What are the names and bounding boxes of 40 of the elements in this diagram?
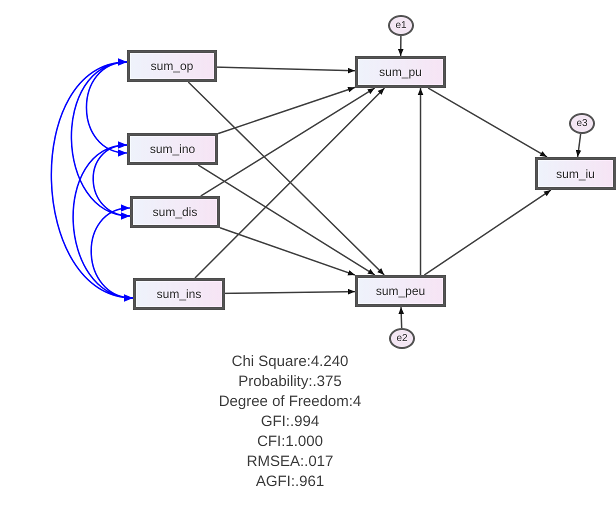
error-term-ellipse bbox=[388, 15, 414, 36]
path-arrow bbox=[576, 134, 582, 158]
fit-statistic: Probability:.375 bbox=[237, 372, 343, 392]
error-term-ellipse bbox=[389, 328, 415, 349]
variable-label: e1 bbox=[395, 20, 407, 31]
fit-statistic: AGFI:.961 bbox=[254, 472, 326, 492]
fit-statistic: Degree of Freedom:4 bbox=[218, 392, 362, 412]
fit-statistic: CFI:1.000 bbox=[256, 432, 324, 452]
variable-box bbox=[355, 275, 446, 307]
path-arrow bbox=[418, 88, 424, 275]
variable-box bbox=[535, 157, 616, 190]
variable-box bbox=[133, 278, 225, 310]
path-arrow bbox=[424, 189, 552, 276]
path-arrow bbox=[398, 306, 404, 328]
variable-box bbox=[355, 56, 446, 88]
path-arrow bbox=[200, 87, 376, 197]
variable-label: e2 bbox=[396, 333, 408, 344]
path-arrow bbox=[428, 87, 548, 158]
path-arrow bbox=[218, 86, 356, 134]
variable-label: sum_dis bbox=[152, 205, 198, 219]
fit-statistic: Chi Square:4.240 bbox=[230, 352, 350, 372]
variable-label: sum_pu bbox=[379, 65, 422, 79]
path-arrow bbox=[220, 227, 356, 276]
error-term-ellipse bbox=[569, 113, 595, 134]
path-arrow bbox=[198, 164, 376, 276]
variable-label: sum_peu bbox=[376, 284, 426, 298]
variable-label: sum_ino bbox=[150, 142, 196, 156]
variable-label: sum_iu bbox=[556, 166, 595, 180]
variable-box bbox=[127, 133, 218, 165]
variable-label: sum_ins bbox=[156, 287, 202, 301]
covariance-arrow bbox=[90, 206, 134, 300]
variable-label: e3 bbox=[576, 118, 588, 129]
path-arrow bbox=[398, 36, 404, 56]
path-arrow bbox=[216, 66, 356, 74]
fit-statistic: RMSEA:.017 bbox=[246, 452, 334, 472]
fit-statistic: GFI:.994 bbox=[260, 412, 320, 432]
variable-box bbox=[130, 196, 220, 228]
path-arrow bbox=[224, 288, 356, 294]
variable-label: sum_op bbox=[150, 59, 194, 73]
variable-box bbox=[127, 50, 217, 82]
